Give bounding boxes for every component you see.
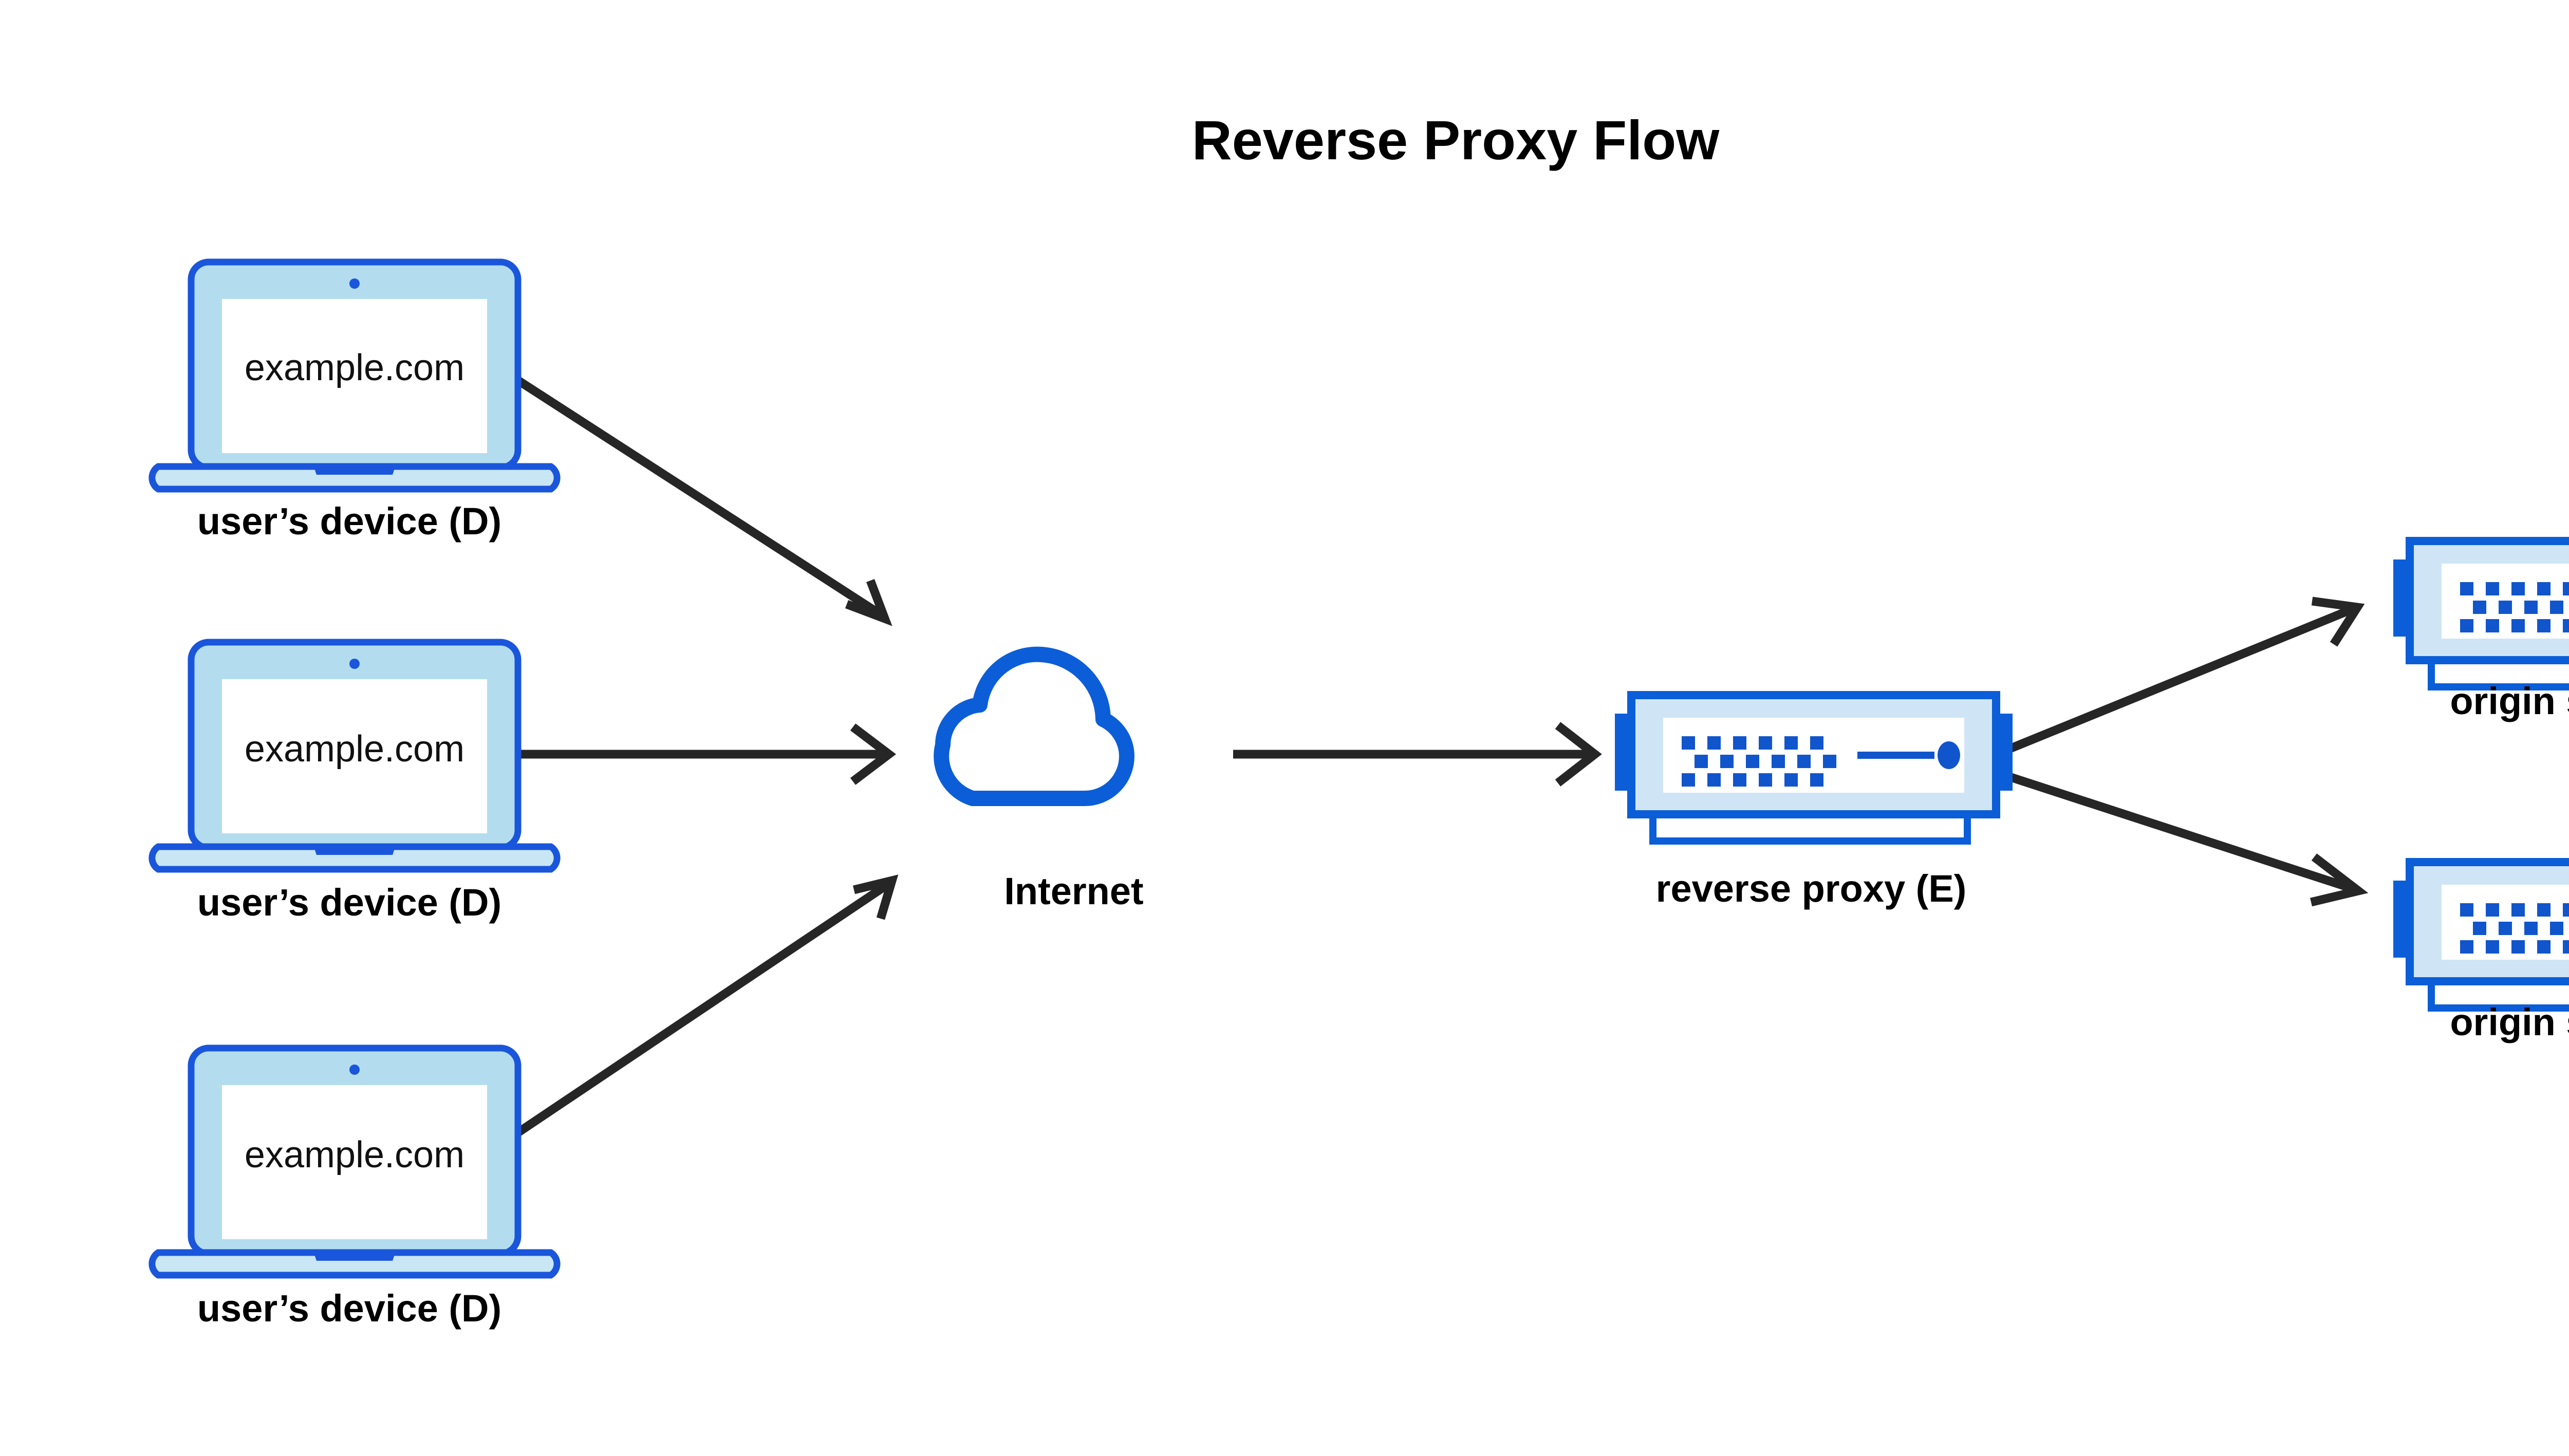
origin-top-label: origin server (F) [2450,680,2569,722]
node-device-bottom[interactable]: example.com user’s device (D) [152,1048,557,1330]
device-middle-label: user’s device (D) [197,881,501,924]
node-internet[interactable]: Internet [941,655,1144,912]
edge-internet-to-reverse-proxy [1233,722,1602,787]
server-icon [1615,695,2013,841]
device-bottom-label: user’s device (D) [197,1287,501,1330]
device-top-screen-text: example.com [245,347,464,388]
edge-device-top-to-internet [511,374,892,626]
server-icon [2393,862,2569,1008]
edge-reverse-proxy-to-origin-top [2004,596,2365,754]
node-device-top[interactable]: example.com user’s device (D) [152,262,557,543]
reverse-proxy-label: reverse proxy (E) [1656,867,1967,910]
internet-label: Internet [1004,870,1143,912]
node-origin-top[interactable]: origin server (F) [2393,541,2569,722]
page-title: Reverse Proxy Flow [1192,109,1720,171]
node-origin-bottom[interactable]: origin server (F) [2393,862,2569,1043]
edge-reverse-proxy-to-origin-bottom [2005,771,2369,907]
edge-device-bottom-to-internet [511,874,899,1140]
edge-device-middle-to-internet [511,723,897,785]
node-device-middle[interactable]: example.com user’s device (D) [152,642,557,924]
cloud-icon [941,655,1127,798]
server-icon [2393,541,2569,687]
edges-layer [511,374,2369,1140]
node-reverse-proxy[interactable]: reverse proxy (E) [1615,695,2013,910]
device-middle-screen-text: example.com [245,729,464,770]
device-top-label: user’s device (D) [197,500,501,543]
device-bottom-screen-text: example.com [245,1134,464,1175]
origin-bottom-label: origin server (F) [2450,1001,2569,1043]
